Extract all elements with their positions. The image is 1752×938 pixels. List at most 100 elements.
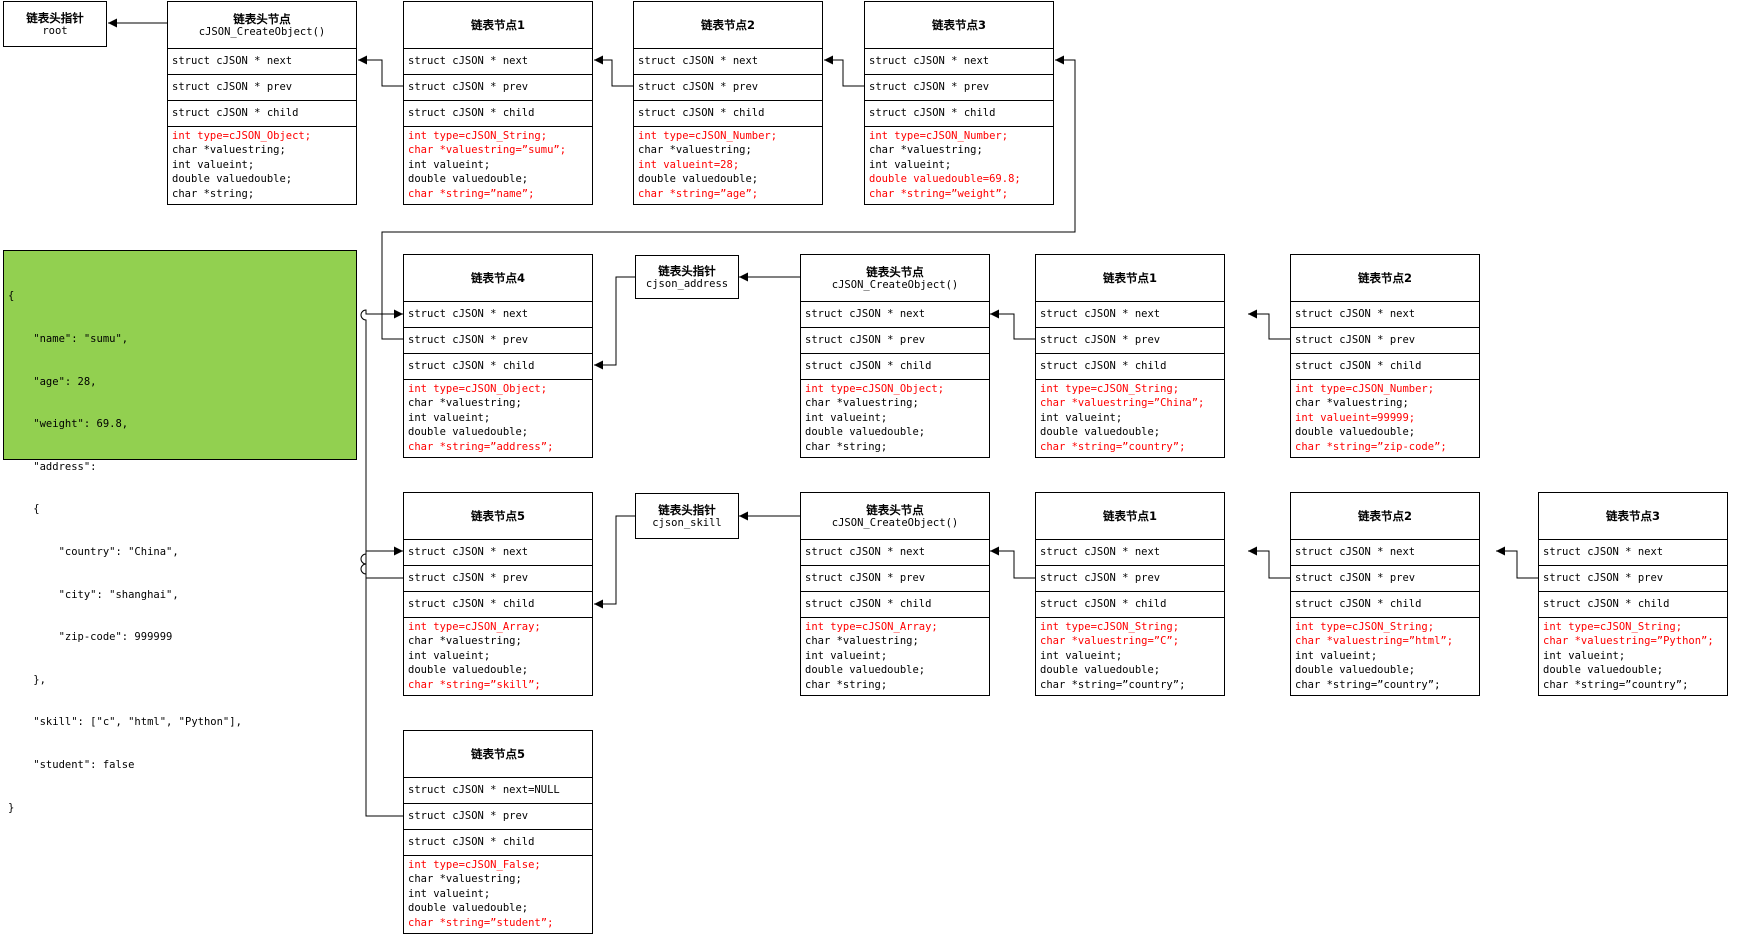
- node-title-block: 链表节点3: [1539, 493, 1727, 540]
- node-pointer-field: struct cJSON * child: [1036, 354, 1224, 380]
- json-line: "zip-code": 999999: [8, 631, 173, 644]
- node-pointer-field: struct cJSON * prev: [404, 566, 592, 592]
- arrow-n6-prev: [360, 546, 403, 817]
- json-line: "age": 28,: [8, 375, 97, 388]
- node-value-field: double valuedouble;: [805, 426, 926, 439]
- node-pointer-field: struct cJSON * child: [1539, 592, 1727, 618]
- node-pointer-field: struct cJSON * child: [404, 101, 592, 127]
- pointer-name: cjson_skill: [652, 516, 722, 529]
- node-value-field: int type=cJSON_Object;: [172, 130, 312, 142]
- node-value-field: char *valuestring=”C”;: [1040, 635, 1180, 648]
- node-title: 链表节点2: [1357, 509, 1412, 523]
- node-value-field: char *valuestring;: [805, 397, 919, 410]
- arrow-a1-prev: [990, 309, 1035, 340]
- node-value-field: double valuedouble;: [638, 173, 759, 186]
- node-value-field: char *valuestring;: [1295, 397, 1409, 410]
- pointer-name: cjson_address: [645, 277, 729, 290]
- node-value-field: int valueint;: [1040, 411, 1123, 424]
- node-title-block: 链表节点4: [404, 255, 592, 302]
- arrow-n2-prev: [594, 55, 633, 87]
- node-value-field: char *string=”zip-code”;: [1295, 440, 1447, 453]
- node-value-field: int valueint;: [408, 411, 491, 424]
- node-pointer-field: struct cJSON * prev: [801, 328, 989, 354]
- node-pointer-field: struct cJSON * next: [1036, 540, 1224, 566]
- node-title: 链表头节点: [233, 11, 291, 26]
- node-title-block: 链表节点1: [1036, 493, 1224, 540]
- node-value-field: int valueint=28;: [638, 158, 740, 171]
- node-pointer-field: struct cJSON * next: [404, 540, 592, 566]
- pointer-title: 链表头指针: [26, 10, 84, 25]
- node-value-field: int type=cJSON_Number;: [638, 130, 778, 142]
- node-value-fields: int type=cJSON_String;char *valuestring=…: [404, 127, 592, 203]
- node-value-field: int type=cJSON_String;: [1040, 621, 1180, 633]
- node-value-field: char *string;: [172, 187, 255, 200]
- node-value-field: char *string=”student”;: [408, 916, 554, 929]
- node-value-fields: int type=cJSON_Number;char *valuestring;…: [634, 127, 822, 203]
- node-value-field: int type=cJSON_Array;: [408, 621, 541, 633]
- json-line: {: [8, 503, 40, 516]
- node-value-fields: int type=cJSON_Array;char *valuestring;i…: [404, 618, 592, 694]
- node-value-field: int type=cJSON_Array;: [805, 621, 938, 633]
- node-pointer-field: struct cJSON * prev: [801, 566, 989, 592]
- node-pointer-field: struct cJSON * next: [1539, 540, 1727, 566]
- node-value-field: char *string;: [805, 440, 888, 453]
- arrow-a2-prev: [1248, 309, 1290, 340]
- node-pointer-field: struct cJSON * next: [1291, 540, 1479, 566]
- node-value-field: char *valuestring;: [408, 397, 522, 410]
- node-title-block: 链表节点1: [404, 2, 592, 49]
- node-title-block: 链表节点1: [1036, 255, 1224, 302]
- node-value-field: char *string;: [805, 678, 888, 691]
- node-value-fields: int type=cJSON_Object;char *valuestring;…: [801, 380, 989, 456]
- node-value-field: int type=cJSON_Number;: [1295, 383, 1435, 395]
- node-value-field: char *valuestring;: [869, 144, 983, 157]
- arrow-s2-prev: [1248, 546, 1290, 579]
- node-value-fields: int type=cJSON_String;char *valuestring=…: [1539, 618, 1727, 694]
- node-value-field: int valueint;: [869, 158, 952, 171]
- json-line: }: [8, 801, 15, 814]
- node-value-field: char *valuestring=”Python”;: [1543, 635, 1714, 648]
- node-title: 链表节点1: [1102, 271, 1157, 285]
- node-subtitle: cJSON_CreateObject(): [831, 278, 959, 291]
- node-pointer-field: struct cJSON * child: [1291, 354, 1479, 380]
- node-value-field: double valuedouble;: [1040, 426, 1161, 439]
- address-pointer: 链表头指针 cjson_address: [635, 255, 739, 299]
- node-pointer-field: struct cJSON * child: [404, 354, 592, 380]
- json-line: "address":: [8, 460, 97, 473]
- node-value-field: char *string=”name”;: [408, 187, 535, 200]
- node-pointer-field: struct cJSON * prev: [1291, 566, 1479, 592]
- node-pointer-field: struct cJSON * prev: [404, 804, 592, 830]
- json-line: "weight": 69.8,: [8, 418, 129, 431]
- node-pointer-field: struct cJSON * child: [801, 354, 989, 380]
- node-title: 链表节点4: [470, 271, 525, 285]
- node-value-field: double valuedouble;: [408, 173, 529, 186]
- node-pointer-field: struct cJSON * prev: [404, 75, 592, 101]
- node-title: 链表节点3: [931, 18, 986, 32]
- node-pointer-field: struct cJSON * next: [801, 540, 989, 566]
- node-pointer-field: struct cJSON * child: [634, 101, 822, 127]
- node-value-field: int valueint;: [805, 649, 888, 662]
- node-value-field: char *string=”weight”;: [869, 187, 1009, 200]
- node-value-field: double valuedouble;: [408, 664, 529, 677]
- node-value-field: int type=cJSON_False;: [408, 859, 541, 871]
- node-title-block: 链表节点5: [404, 731, 592, 778]
- node-pointer-field: struct cJSON * prev: [1036, 566, 1224, 592]
- pointer-title: 链表头指针: [658, 502, 716, 517]
- node-value-field: int type=cJSON_Object;: [408, 383, 548, 395]
- json-line: "student": false: [8, 758, 135, 771]
- node-pointer-field: struct cJSON * next: [404, 49, 592, 75]
- pointer-title: 链表头指针: [658, 263, 716, 278]
- node-value-field: double valuedouble;: [1295, 664, 1416, 677]
- node-value-field: char *valuestring=”sumu”;: [408, 144, 567, 157]
- node-value-fields: int type=cJSON_Number;char *valuestring;…: [865, 127, 1053, 203]
- arrow-s3-prev: [1496, 546, 1538, 579]
- node-value-field: int valueint;: [172, 158, 255, 171]
- json-line: {: [8, 290, 15, 303]
- node-title: 链表头节点: [866, 264, 924, 279]
- node-value-field: double valuedouble;: [1295, 426, 1416, 439]
- node-value-field: char *string=”skill”;: [408, 678, 541, 691]
